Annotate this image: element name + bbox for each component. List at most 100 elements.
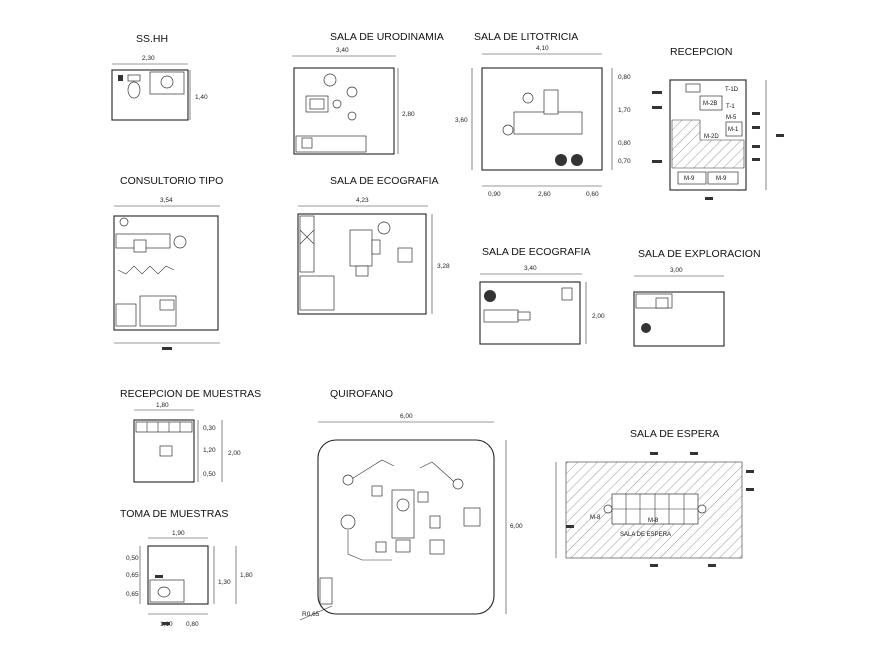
dimension-label: 0,60	[586, 191, 599, 198]
dimension-tick	[566, 525, 574, 528]
counter-icon	[135, 421, 193, 433]
ultrasound-bed-icon	[483, 309, 531, 323]
room-floor-label: SALA DE ESPERA	[620, 532, 671, 538]
room-title: RECEPCION	[670, 46, 732, 58]
urodynamic-chair-icon	[305, 95, 342, 113]
lamp-head-icon	[342, 474, 354, 486]
desk-icon	[635, 293, 673, 309]
room-title: TOMA DE MUESTRAS	[120, 508, 228, 520]
chair-icon	[571, 154, 583, 166]
dimension-label: 0,50	[203, 471, 216, 478]
dimension-label: R0,65	[302, 611, 320, 618]
toilet-icon	[127, 74, 141, 99]
chair-icon	[555, 154, 567, 166]
instrument-table-icon	[417, 491, 429, 503]
room-quirofano: QUIROFANO 6,00 6,00 R0,65	[299, 388, 523, 621]
dimension-label: 3,40	[336, 47, 349, 54]
chair-icon	[641, 323, 651, 333]
furniture-label: M-2B	[703, 101, 717, 107]
dimension-label: 2,30	[142, 55, 155, 62]
room-title: SS.HH	[136, 33, 168, 45]
furniture-label: M-9	[716, 176, 727, 182]
room-title: SALA DE ESPERA	[630, 428, 719, 440]
dimension-label: 0,30	[203, 425, 216, 432]
furniture-label: T-1	[726, 104, 735, 110]
ultrasound-bed-icon	[349, 229, 381, 277]
dimension-label: 1,70	[618, 107, 631, 114]
ultrasound-machine-icon	[397, 247, 413, 263]
dimension-label: 0,80	[618, 140, 631, 147]
chair-icon	[173, 235, 187, 249]
furniture-label: M-1	[728, 127, 739, 133]
dimension-label: 0,70	[618, 158, 631, 165]
room-sala-espera: SALA DE ESPERA M-8 M-8 SALA DE ESPERA	[555, 428, 754, 567]
dimension-label: 1,40	[195, 94, 208, 101]
sink-icon	[301, 137, 313, 149]
furniture-label: M-2D	[704, 134, 719, 140]
dimension-label: 2,60	[538, 191, 551, 198]
dimension-label: 2,80	[402, 111, 415, 118]
dimension-label: 4,23	[356, 197, 369, 204]
counter-icon	[299, 215, 315, 273]
dimension-label: 1,30	[218, 579, 231, 586]
dimension-tick	[708, 564, 716, 567]
ultrasound-machine-icon	[484, 290, 496, 302]
dimension-label: 3,28	[437, 263, 450, 270]
stool-icon	[323, 73, 337, 87]
curtain-icon	[117, 265, 175, 275]
room-recepcion-muestras: RECEPCION DE MUESTRAS 1,80 0,30 1,20 0,5…	[120, 388, 261, 483]
shelf-icon	[319, 577, 333, 605]
surgical-lamp-arm-icon	[419, 461, 457, 485]
room-ss-hh: SS.HH 2,30 1,40	[111, 33, 208, 121]
room-urodinamia: SALA DE URODINAMIA 3,40 2,80	[292, 31, 444, 155]
coat-stand-icon	[119, 217, 129, 227]
dimension-tick	[162, 622, 170, 625]
dimension-label: 3,54	[160, 197, 173, 204]
dimension-tick	[746, 488, 754, 491]
dimension-tick	[162, 347, 172, 350]
room-ecografia-2: SALA DE ECOGRAFIA 3,40 2,00	[479, 246, 605, 345]
dimension-label: 0,50	[126, 555, 139, 562]
room-litotricia: SALA DE LITOTRICIA 4,10 3,60 0,80 1,70 0…	[455, 31, 631, 198]
dimension-label: 0,90	[488, 191, 501, 198]
furniture-label: M-9	[684, 176, 695, 182]
room-recepcion: RECEPCION T-1D M-2B T-1 M-1 M-5 M-2D M-9…	[652, 46, 784, 200]
iv-line-icon	[347, 530, 392, 561]
dimension-label: 3,40	[524, 265, 537, 272]
surgical-table-icon	[391, 489, 415, 553]
furniture-label: M-8	[590, 515, 601, 521]
anesthesia-cart-icon	[429, 539, 445, 555]
cabinet-icon	[463, 507, 481, 527]
room-title: SALA DE URODINAMIA	[330, 31, 444, 43]
dimension-label: 2,00	[228, 450, 241, 457]
waiting-bench-icon	[603, 493, 707, 525]
instrument-table-icon	[429, 515, 441, 529]
dimension-ticks	[652, 80, 784, 200]
sample-chair-icon	[149, 579, 185, 603]
dimension-label: 6,00	[400, 413, 413, 420]
counter-icon	[295, 135, 367, 153]
room-toma-muestras: TOMA DE MUESTRAS 1,90 0,50 0,65 0,65 1,3…	[120, 508, 253, 628]
lithotripter-table-icon	[502, 89, 583, 136]
stand-icon	[522, 92, 534, 104]
dimension-tick	[650, 452, 658, 455]
dimension-label: 3,00	[670, 267, 683, 274]
room-title: QUIROFANO	[330, 388, 393, 400]
instrument-table-icon	[371, 485, 383, 497]
equipment-icon	[346, 86, 358, 98]
urinal-icon	[118, 75, 123, 81]
dimension-tick	[690, 452, 698, 455]
exam-bed-icon	[115, 295, 177, 327]
dimension-label: 6,00	[510, 523, 523, 530]
room-title: SALA DE EXPLORACION	[638, 248, 761, 260]
bin-icon	[561, 287, 573, 301]
room-title: SALA DE ECOGRAFIA	[482, 246, 591, 258]
dimension-tick	[155, 575, 163, 578]
chair-icon	[159, 445, 173, 457]
dimension-label: 0,80	[618, 74, 631, 81]
desk-icon	[115, 233, 171, 253]
dimension-label: 1,90	[172, 530, 185, 537]
cabinet-icon	[299, 275, 335, 311]
furniture-label: M-5	[726, 115, 737, 121]
